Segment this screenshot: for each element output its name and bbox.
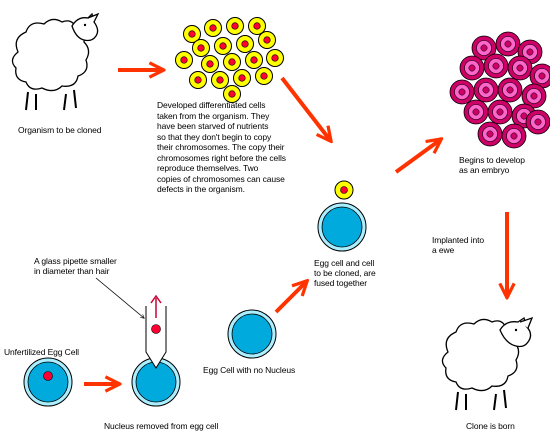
label-nucleus-removed: Nucleus removed from egg cell (104, 421, 219, 431)
embryo-cell (473, 77, 499, 103)
arrow-cells-to-fusion (280, 76, 330, 140)
differentiated-cell (214, 37, 232, 55)
label-no-nucleus: Egg Cell with no Nucleus (203, 365, 296, 375)
differentiated-cell (223, 85, 241, 103)
embryo-cell (501, 123, 527, 149)
glass-pipette-icon (145, 294, 167, 369)
embryo-cell (507, 55, 533, 81)
differentiated-cell (223, 53, 241, 71)
embryo-cell (463, 99, 489, 125)
embryo-cluster (449, 31, 550, 149)
embryo-cell (449, 79, 475, 105)
pipette-pointer (95, 277, 144, 318)
differentiated-cell (255, 67, 273, 85)
differentiated-cell (266, 49, 284, 67)
differentiated-cell (236, 35, 254, 53)
sheep-original-icon (11, 12, 100, 111)
embryo-cell (495, 31, 521, 57)
embryo-cell (459, 55, 485, 81)
arrow-fusion-to-embryo (394, 140, 440, 174)
differentiated-cell (204, 19, 222, 37)
label-implanted: Implanted into a ewe (432, 235, 484, 255)
differentiated-cell (189, 71, 207, 89)
differentiated-cell (226, 17, 244, 35)
label-pipette: A glass pipette smaller in diameter than… (34, 256, 117, 276)
egg-cell-no-nucleus (227, 309, 277, 359)
embryo-cell (521, 83, 547, 109)
differentiated-cell (245, 51, 263, 69)
label-fused: Egg cell and cell to be cloned, are fuse… (314, 258, 376, 288)
label-embryo: Begins to develop as an embryo (459, 155, 525, 175)
label-organism: Organism to be cloned (18, 125, 102, 135)
embryo-cell (477, 121, 503, 147)
embryo-cell (497, 77, 523, 103)
sheep-clone-icon (441, 316, 534, 411)
embryo-cell (483, 53, 509, 79)
embryo-cell (471, 35, 497, 61)
embryo-cell (529, 63, 550, 89)
differentiated-cell (175, 51, 193, 69)
unfertilized-egg-cell (23, 357, 73, 407)
differentiated-cell (192, 39, 210, 57)
embryo-cell (525, 109, 550, 135)
differentiated-cell (183, 25, 201, 43)
label-clone-born: Clone is born (466, 421, 515, 431)
fused-egg-and-cell (317, 180, 367, 252)
differentiated-cell (211, 71, 229, 89)
label-unfertilized-egg: Unfertilized Egg Cell (4, 347, 79, 357)
differentiated-cell (233, 69, 251, 87)
differentiated-cell (248, 17, 266, 35)
label-cells-description: Developed differentiated cells taken fro… (157, 100, 286, 194)
differentiated-cell (258, 31, 276, 49)
differentiated-cells-cluster (175, 17, 284, 103)
arrow-empty-egg-to-fusion (274, 282, 306, 314)
embryo-cell (487, 99, 513, 125)
differentiated-cell (201, 55, 219, 73)
